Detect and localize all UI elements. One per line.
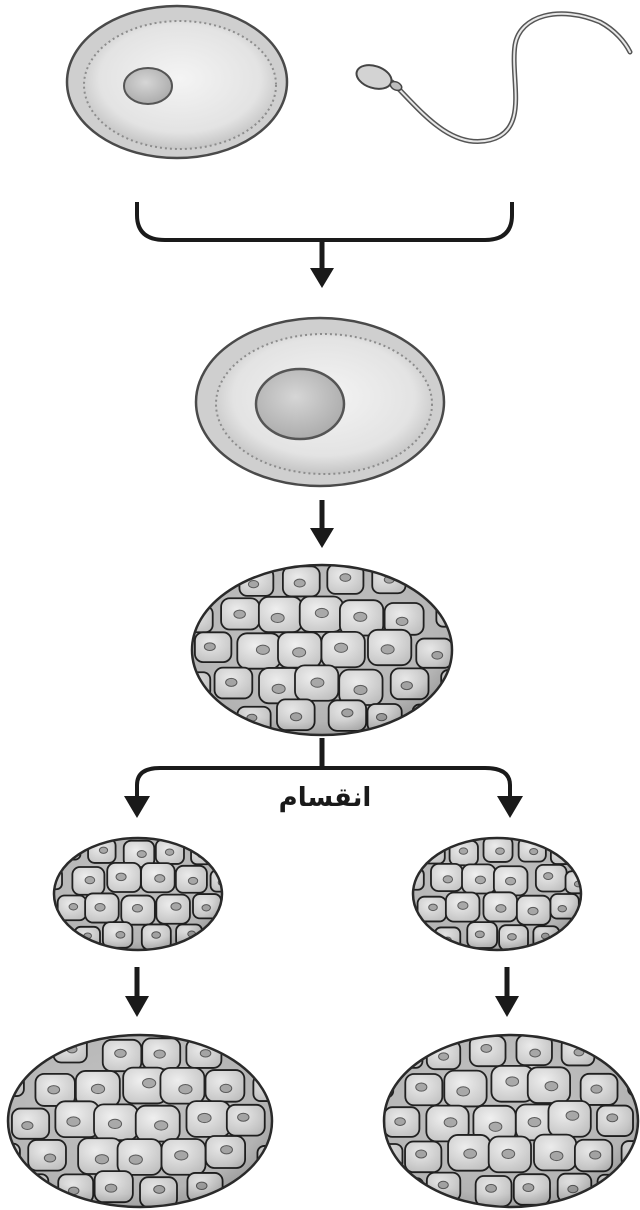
cell-nucleus (167, 647, 176, 653)
cell-nucleus (403, 1186, 412, 1192)
cell-nucleus (449, 677, 458, 683)
fertilization-bracket (137, 202, 512, 288)
cell-nucleus (270, 1155, 279, 1162)
arrow-right-to-later (495, 967, 519, 1017)
cell-nucleus (190, 679, 199, 686)
twin-embryo-left-later (0, 1035, 288, 1207)
morula (159, 564, 472, 735)
cell-nucleus (46, 876, 53, 881)
arrow-left-to-later (125, 967, 149, 1017)
cell-nucleus (376, 1082, 385, 1088)
cell-nucleus (608, 1186, 617, 1192)
cell-nucleus (0, 1155, 8, 1161)
zygote-cell (196, 318, 444, 486)
egg-cell (67, 6, 287, 158)
arrow-to-morula (310, 500, 334, 548)
twin-embryo-right-early (399, 837, 591, 950)
cell-nucleus (384, 1152, 393, 1159)
cell-nucleus (448, 610, 457, 616)
twin-embryo-right-later (351, 1035, 640, 1207)
cell-nucleus (425, 712, 434, 718)
embryo-cell (364, 1073, 393, 1098)
cell-nucleus (361, 1120, 370, 1126)
cell-nucleus (634, 1152, 640, 1159)
cell-nucleus (1, 1078, 10, 1085)
sperm-cell (353, 14, 630, 142)
cell-nucleus (31, 1182, 40, 1188)
embryo-cell (159, 639, 188, 663)
division-label: انقسام (250, 778, 400, 818)
twin-embryo-left-early (38, 838, 235, 950)
cell-nucleus (404, 1054, 413, 1060)
cell-nucleus (267, 1086, 277, 1093)
embryo-cell (351, 1111, 379, 1135)
cell-nucleus (190, 616, 200, 623)
cell-nucleus (64, 848, 71, 853)
